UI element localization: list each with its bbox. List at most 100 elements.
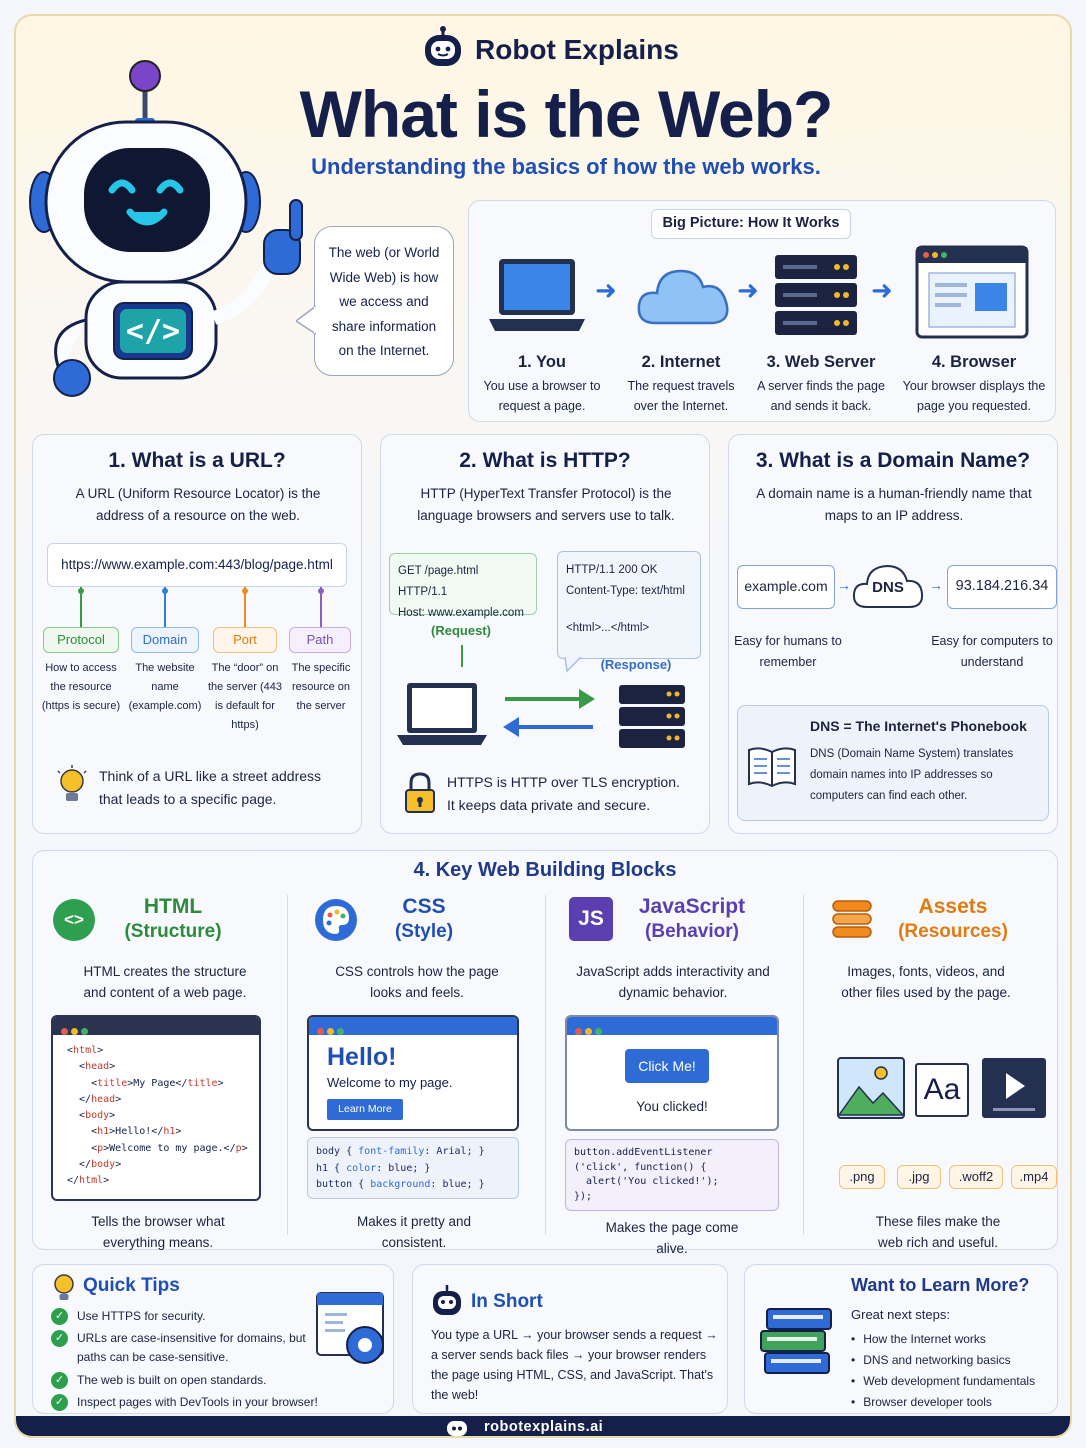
assets-name: Assets — [918, 895, 988, 918]
step-title: 4. Browser — [931, 353, 1017, 371]
footer-bar: robotexplains.ai — [16, 1416, 1070, 1436]
footer-site[interactable]: robotexplains.ai — [484, 1419, 604, 1435]
response-content-type: Content-Type: text/html — [566, 585, 685, 597]
url-part-protocol: Protocol — [43, 627, 119, 653]
dns-label: DNS — [872, 579, 904, 596]
step-browser: 4. Browser Your browser displays the pag… — [899, 353, 1049, 416]
brand-header: Robot Explains — [421, 24, 681, 70]
phonebook-title: DNS = The Internet's Phonebook — [810, 718, 1027, 734]
robot-mascot-icon: </> — [29, 60, 303, 397]
laptop-icon — [489, 259, 585, 331]
ext-jpg: .jpg — [897, 1165, 941, 1189]
request-connector — [461, 645, 463, 667]
divider — [803, 895, 804, 1235]
learn-link[interactable]: Browser developer tools — [851, 1392, 1057, 1413]
html-icon — [53, 899, 95, 941]
learn-more-button[interactable]: Learn More — [327, 1099, 403, 1120]
step-desc: You use a browser to request a page. — [483, 379, 601, 413]
page-title: What is the Web? — [299, 77, 834, 151]
learn-link[interactable]: How the Internet works — [851, 1329, 1057, 1350]
css-name: CSS — [402, 895, 446, 918]
step-desc: A server finds the page and sends it bac… — [757, 379, 885, 413]
big-picture-panel: Big Picture: How It Works ➜ ➜ ➜ — [468, 200, 1056, 422]
ip-address-box: 93.184.216.34 — [947, 565, 1057, 609]
url-part-desc: The “door” on the server (443 is default… — [208, 662, 282, 731]
http-desc: HTTP (HyperText Transfer Protocol) is th… — [417, 486, 675, 523]
html-caption: Tells the browser what everything means. — [91, 1214, 225, 1250]
image-file-icon — [837, 1057, 905, 1119]
step-title: 2. Internet — [641, 353, 721, 371]
lightbulb-icon — [57, 765, 87, 801]
step-internet: 2. Internet The request travels over the… — [615, 353, 747, 416]
request-label: (Request) — [431, 623, 491, 638]
preview-hello: Hello! — [327, 1043, 397, 1071]
https-note: HTTPS is HTTP over TLS encryption. It ke… — [447, 774, 680, 813]
url-tip: Think of a URL like a street address tha… — [99, 768, 322, 807]
response-body: <html>...</html> — [566, 622, 650, 634]
url-part-desc: The website name (example.com) — [128, 662, 202, 712]
step-title: 3. Web Server — [766, 353, 876, 371]
learn-list: How the Internet works DNS and networkin… — [851, 1329, 1057, 1413]
domain-desc: A domain name is a human-friendly name t… — [756, 486, 1032, 523]
click-me-button[interactable]: Click Me! — [625, 1049, 709, 1083]
js-column: JS JavaScript (Behavior) JavaScript adds… — [547, 891, 803, 1256]
url-card: 1. What is a URL? A URL (Uniform Resourc… — [32, 434, 362, 834]
arrow-icon: → — [929, 577, 943, 593]
html-icon-glyph: <> — [64, 910, 84, 929]
exchange-arrows-icon — [503, 689, 595, 737]
learn-link[interactable]: DNS and networking basics — [851, 1350, 1057, 1371]
in-short-text: You type a URL → your browser sends a re… — [431, 1328, 718, 1402]
url-connectors — [78, 587, 324, 627]
brand-name: Robot Explains — [475, 34, 679, 65]
speech-tail — [296, 306, 316, 335]
http-card: 2. What is HTTP? HTTP (HyperText Transfe… — [380, 434, 710, 834]
request-host: Host: www.example.com — [398, 607, 524, 619]
css-role: (Style) — [394, 921, 454, 942]
preview-welcome: Welcome to my page. — [327, 1075, 453, 1090]
window-titlebar — [53, 1017, 259, 1035]
css-column: CSS (Style) CSS controls how the page lo… — [289, 891, 545, 1250]
domain-name-box: example.com — [737, 565, 835, 609]
url-desc: A URL (Uniform Resource Locator) is the … — [75, 486, 321, 523]
learn-more-card: Want to Learn More? Great next steps: Ho… — [744, 1264, 1058, 1414]
url-part-path: Path — [289, 627, 351, 653]
js-caption: Makes the page come alive. — [605, 1220, 739, 1256]
url-part-port: Port — [213, 627, 277, 653]
divider — [287, 895, 288, 1235]
tip-item: ✓Inspect pages with DevTools in your bro… — [51, 1393, 318, 1415]
request-line: GET /page.html HTTP/1.1 — [398, 565, 479, 598]
big-picture-label: Big Picture: How It Works — [651, 209, 851, 239]
tips-title: Quick Tips — [83, 1275, 180, 1296]
video-file-icon — [982, 1058, 1046, 1118]
http-title: 2. What is HTTP? — [459, 449, 631, 472]
in-short-title: In Short — [471, 1291, 543, 1312]
building-blocks-panel: 4. Key Web Building Blocks <> HTML (Stru… — [32, 850, 1059, 1256]
url-title: 1. What is a URL? — [108, 449, 286, 472]
ext-mp4: .mp4 — [1011, 1165, 1057, 1189]
assets-role: (Resources) — [898, 921, 1008, 942]
server-icon — [619, 685, 685, 748]
css-caption: Makes it pretty and consistent. — [356, 1214, 472, 1250]
http-request-box: GET /page.html HTTP/1.1 Host: www.exampl… — [389, 553, 537, 619]
html-code-window: <html> <head> <title>My Page</title> </h… — [51, 1015, 261, 1201]
ext-woff2: .woff2 — [949, 1165, 1003, 1189]
right-caption: Easy for computers to understand — [931, 634, 1053, 669]
building-blocks-title: 4. Key Web Building Blocks — [413, 859, 677, 881]
url-part-desc: How to access the resource (https is sec… — [41, 662, 121, 712]
server-icon — [775, 255, 857, 335]
robot-logo-icon — [433, 1285, 461, 1315]
learn-link[interactable]: Web development fundamentals — [851, 1371, 1057, 1392]
js-code: button.addEventListener ('click', functi… — [565, 1139, 779, 1211]
in-short-card: In Short You type a URL → your browser s… — [412, 1264, 728, 1414]
font-file-icon: Aa — [915, 1063, 969, 1117]
window-titlebar — [567, 1017, 777, 1035]
step-desc: Your browser displays the page you reque… — [902, 379, 1046, 413]
assets-column: Assets (Resources) Images, fonts, videos… — [805, 891, 1059, 1250]
tips-list: ✓Use HTTPS for security. ✓URLs are case-… — [51, 1307, 318, 1415]
url-example: https://www.example.com:443/blog/page.ht… — [47, 543, 347, 587]
palette-icon — [315, 899, 357, 941]
arrow-icon: → — [837, 577, 851, 593]
ext-png: .png — [839, 1165, 885, 1189]
html-column: <> HTML (Structure) HTML creates the str… — [33, 891, 287, 1250]
js-preview-window: Click Me! You clicked! — [565, 1015, 779, 1131]
